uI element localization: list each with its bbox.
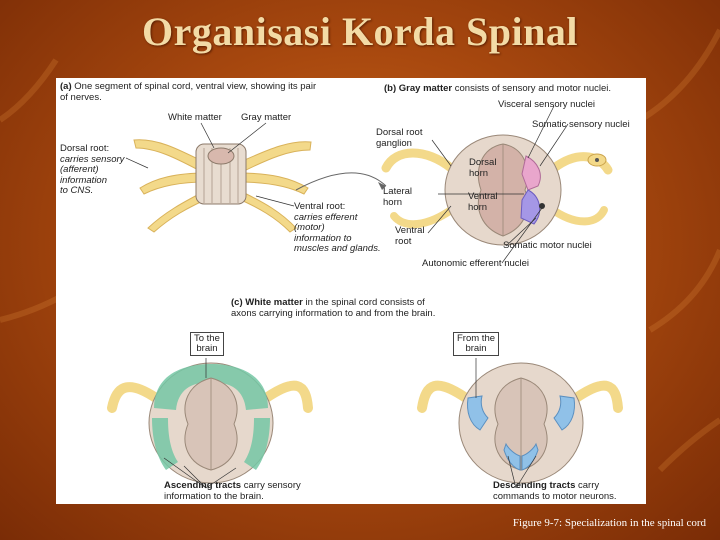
- panel-c-ascending-illustration: [107, 358, 313, 489]
- dorsal-root-line: to CNS.: [60, 185, 94, 196]
- label-dorsal-horn: Dorsal horn: [469, 157, 497, 179]
- figure-caption: Figure 9-7: Specialization in the spinal…: [512, 517, 706, 529]
- ventral-root-b-line: root: [395, 235, 412, 247]
- panel-a-illustration: [125, 122, 387, 233]
- panel-b-heading-bold: Gray matter: [398, 83, 453, 94]
- label-ventral-horn: Ventral horn: [468, 191, 498, 213]
- panel-b-letter: (b): [384, 83, 397, 94]
- ventral-root-line: (motor): [294, 222, 325, 233]
- label-ascending-tracts: Ascending tracts carry sensory informati…: [164, 480, 301, 502]
- label-lateral-horn: Lateral horn: [383, 186, 413, 208]
- label-white-matter: White matter: [168, 112, 222, 123]
- dorsal-root-line: carries sensory: [60, 153, 125, 165]
- label-autonomic-efferent-nuclei: Autonomic efferent nuclei: [422, 258, 530, 269]
- ascending-tracts-bold: Ascending tracts: [164, 480, 242, 491]
- panel-a-letter: (a): [60, 81, 72, 92]
- ventral-root-title: Ventral root:: [294, 201, 346, 212]
- to-brain-line: To the: [194, 333, 220, 344]
- panel-c-heading-line2: axons carrying information to and from t…: [231, 307, 436, 319]
- label-ventral-root-b: Ventral root: [395, 225, 425, 247]
- spinal-cord-figure: (a) One segment of spinal cord, ventral …: [56, 78, 646, 504]
- descending-tracts-line2: commands to motor neurons.: [493, 490, 617, 502]
- dorsal-root-line: information: [60, 174, 107, 186]
- label-somatic-sensory-nuclei: Somatic sensory nuclei: [532, 119, 630, 130]
- lateral-horn-line: horn: [383, 196, 403, 208]
- dorsal-root-ganglion-line: Dorsal root: [376, 127, 423, 138]
- dorsal-root-title: Dorsal root:: [60, 143, 110, 154]
- panel-a-heading-text: One segment of spinal cord, ventral view…: [60, 81, 317, 103]
- descending-tracts-rest: carry: [578, 480, 600, 491]
- dorsal-horn-line: horn: [469, 167, 489, 179]
- ventral-root-line: carries efferent: [294, 211, 358, 223]
- label-somatic-motor-nuclei: Somatic motor nuclei: [503, 240, 592, 251]
- ventral-root-line: muscles and glands.: [294, 243, 381, 254]
- label-ventral-root: Ventral root: carries efferent (motor) i…: [294, 201, 381, 255]
- panel-b-heading: (b) Gray matter consists of sensory and …: [384, 83, 612, 95]
- dorsal-horn-line: Dorsal: [469, 157, 497, 168]
- label-dorsal-root-ganglion: Dorsal root ganglion: [376, 127, 423, 149]
- slide-title: Organisasi Korda Spinal: [141, 9, 579, 54]
- panel-b-illustration: [381, 105, 613, 264]
- ascending-tracts-line2: information to the brain.: [164, 490, 264, 502]
- panel-b-heading-rest: consists of sensory and motor nuclei.: [454, 83, 612, 94]
- to-brain-box: To the brain: [190, 332, 224, 356]
- label-descending-tracts: Descending tracts carry commands to moto…: [493, 480, 617, 502]
- ventral-horn-line: Ventral: [468, 191, 498, 202]
- panel-c-letter: (c): [231, 297, 243, 308]
- ventral-root-line: information to: [294, 232, 352, 244]
- ventral-horn-line: horn: [468, 201, 488, 213]
- from-brain-line: From the: [457, 333, 496, 344]
- figure-illustration: [107, 105, 623, 489]
- label-dorsal-root: Dorsal root: carries sensory (afferent) …: [60, 143, 125, 197]
- dorsal-root-line: (afferent): [60, 164, 99, 175]
- descending-tracts-bold: Descending tracts: [493, 480, 576, 491]
- ascending-tracts-rest: carry sensory: [243, 480, 301, 491]
- panel-c-heading: (c) White matter in the spinal cord cons…: [231, 297, 436, 319]
- label-gray-matter: Gray matter: [241, 112, 292, 123]
- from-brain-line: brain: [465, 343, 487, 354]
- to-brain-line: brain: [196, 343, 218, 354]
- ventral-root-b-line: Ventral: [395, 225, 425, 236]
- panel-c-heading-bold: White matter: [245, 297, 303, 308]
- panel-a-heading: (a) One segment of spinal cord, ventral …: [60, 81, 320, 103]
- panel-c-heading-rest: in the spinal cord consists of: [305, 297, 425, 308]
- dorsal-root-ganglion-line: ganglion: [376, 137, 412, 149]
- lateral-horn-line: Lateral: [383, 186, 413, 197]
- panel-c-descending-illustration: [417, 358, 623, 489]
- from-brain-box: From the brain: [453, 332, 500, 356]
- label-visceral-sensory-nuclei: Visceral sensory nuclei: [498, 99, 595, 110]
